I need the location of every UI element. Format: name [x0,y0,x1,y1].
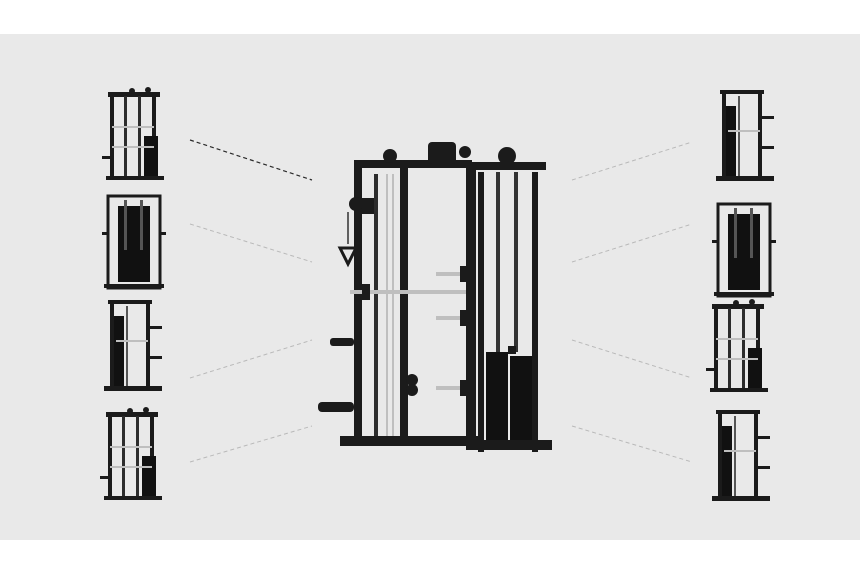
product-showcase-panel [0,34,860,540]
leader-lines-left [189,139,313,463]
main-machine [318,142,552,452]
scene-svg [0,34,860,540]
